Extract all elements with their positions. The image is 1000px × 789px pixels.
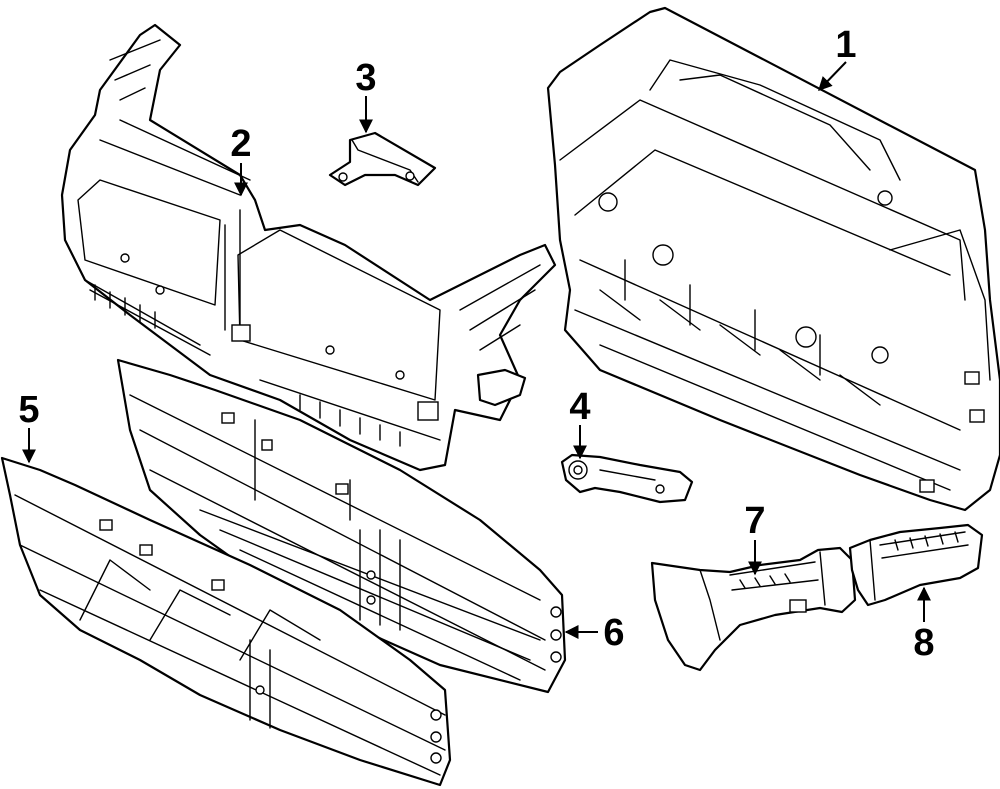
part-7-air-duct[interactable] [650,546,857,672]
part-4-bushing-bracket[interactable] [560,453,694,504]
callout-5: 5 [18,389,39,431]
callouts: 1 2 3 4 5 6 7 8 [18,24,934,664]
part-2-front-carrier[interactable] [60,23,557,472]
part-5-lower-beam[interactable] [0,456,452,787]
part-3-bracket[interactable] [328,131,437,187]
leader-lines [22,61,931,639]
callout-6: 6 [603,612,624,654]
callout-7: 7 [744,500,765,542]
leader-1 [818,61,847,92]
part-8-air-duct[interactable] [848,523,984,607]
callout-4: 4 [569,386,590,428]
callout-8: 8 [913,622,934,664]
callout-3: 3 [355,57,376,99]
part-6-air-shutter[interactable] [116,358,567,694]
callout-2: 2 [230,123,251,165]
callout-1: 1 [835,24,856,66]
part-1-radiator-support[interactable] [546,6,1000,512]
